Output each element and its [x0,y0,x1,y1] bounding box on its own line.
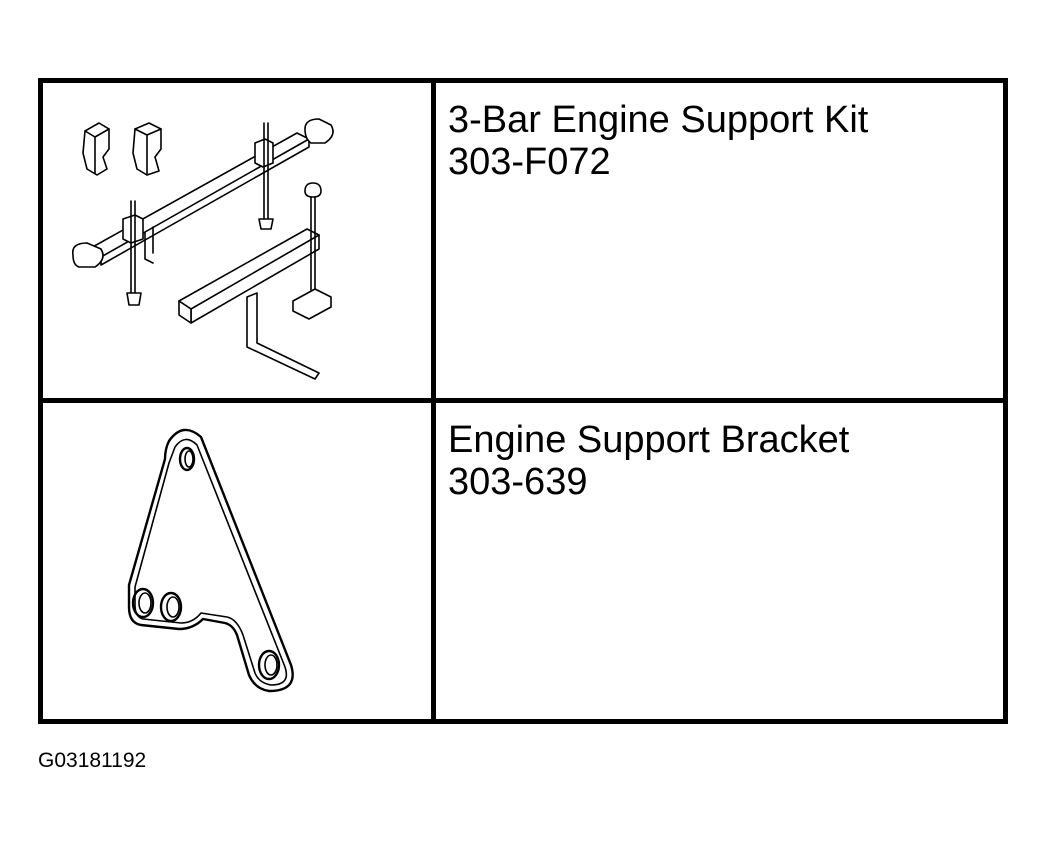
figure-code: G03181192 [38,749,147,772]
engine-support-kit-illustration [43,83,436,403]
engine-support-bracket-cell: Engine Support Bracket 303-639 [436,403,1003,719]
engine-support-kit-cell: 3-Bar Engine Support Kit 303-F072 [436,83,1003,403]
special-tools-table: 3-Bar Engine Support Kit 303-F072 Engine… [38,78,1008,724]
tool-name: Engine Support Bracket [448,419,850,461]
tool-part-number: 303-F072 [448,141,611,183]
tool-part-number: 303-639 [448,461,588,503]
engine-support-bracket-illustration [43,403,436,719]
engine-support-kit-drawing [71,118,334,380]
tool-name: 3-Bar Engine Support Kit [448,99,869,141]
engine-support-bracket-drawing [127,428,294,693]
